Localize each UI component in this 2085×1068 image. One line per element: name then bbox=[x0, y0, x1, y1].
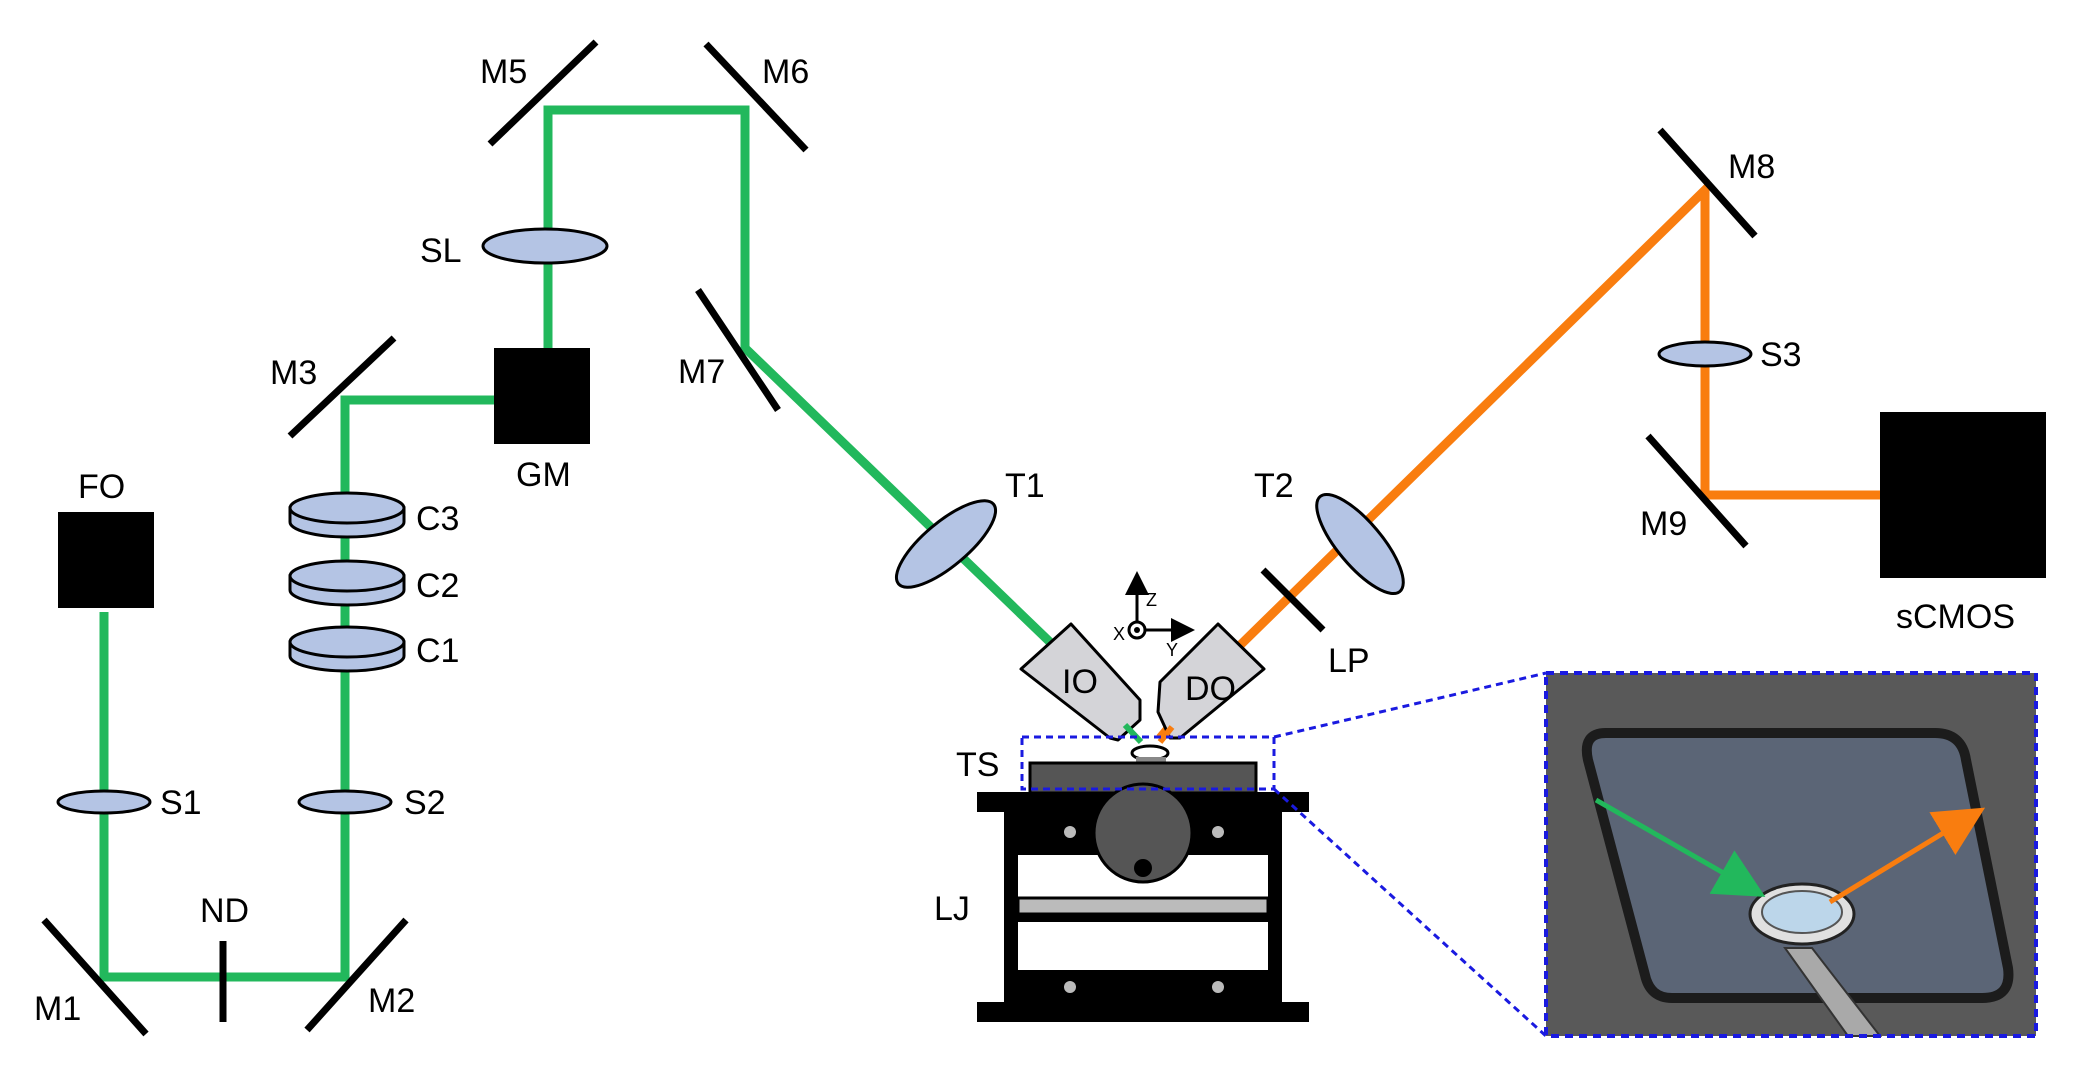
axis-y-label: Y bbox=[1166, 640, 1178, 660]
emission-beam-path bbox=[1156, 179, 1882, 741]
axis-indicator bbox=[1125, 571, 1195, 642]
lens-c1 bbox=[288, 625, 406, 673]
m8-label: M8 bbox=[1728, 148, 1775, 186]
mirror-m3 bbox=[287, 335, 397, 439]
galvo-mirror-block bbox=[494, 348, 590, 444]
lens-c2 bbox=[288, 559, 406, 607]
m7-label: M7 bbox=[678, 353, 725, 391]
c1-label: C1 bbox=[416, 632, 459, 670]
lens-t2 bbox=[1315, 492, 1405, 596]
ts-label: TS bbox=[956, 746, 999, 784]
lj-label: LJ bbox=[934, 890, 970, 928]
mirror-m1 bbox=[41, 917, 149, 1037]
zoom-inset-border bbox=[1544, 671, 2038, 1038]
scmos-label: sCMOS bbox=[1896, 598, 2015, 636]
m2-label: M2 bbox=[368, 982, 415, 1020]
sample-dish bbox=[1130, 744, 1170, 763]
axis-x-label: X bbox=[1113, 624, 1125, 644]
scmos-camera-block bbox=[1880, 412, 2046, 578]
lens-s2 bbox=[297, 789, 393, 815]
t2-label: T2 bbox=[1254, 467, 1294, 505]
axis-z-label: Z bbox=[1146, 590, 1157, 610]
green-beam-tip bbox=[1122, 722, 1144, 745]
fo-label: FO bbox=[78, 468, 125, 506]
io-label: IO bbox=[1062, 663, 1098, 701]
m9-label: M9 bbox=[1640, 505, 1687, 543]
mirror-m9 bbox=[1645, 433, 1749, 549]
orange-beam-tip bbox=[1157, 725, 1175, 744]
zoom-connector-top bbox=[1273, 671, 1547, 739]
c3-label: C3 bbox=[416, 500, 459, 538]
nd-label: ND bbox=[200, 892, 249, 930]
lens-c3 bbox=[288, 491, 406, 539]
m1-label: M1 bbox=[34, 990, 81, 1028]
mirror-m2 bbox=[304, 917, 409, 1033]
s3-label: S3 bbox=[1760, 336, 1802, 374]
s2-label: S2 bbox=[404, 784, 446, 822]
lens-t1 bbox=[894, 499, 998, 589]
sl-label: SL bbox=[420, 232, 462, 270]
fiber-output-block bbox=[58, 512, 154, 608]
zoom-connector-bottom bbox=[1272, 787, 1548, 1038]
mirror-m8 bbox=[1657, 127, 1758, 239]
lens-sl bbox=[481, 227, 609, 265]
mirror-m6 bbox=[703, 41, 809, 153]
mirror-m5 bbox=[487, 39, 599, 147]
m3-label: M3 bbox=[270, 354, 317, 392]
zoom-source-box bbox=[1020, 735, 1276, 791]
lp-label: LP bbox=[1328, 642, 1370, 680]
lens-s1 bbox=[56, 789, 152, 815]
m6-label: M6 bbox=[762, 53, 809, 91]
zoom-inset bbox=[1546, 673, 2036, 1037]
gm-label: GM bbox=[516, 456, 571, 494]
c2-label: C2 bbox=[416, 567, 459, 605]
mirror-m7 bbox=[695, 288, 781, 412]
lp-filter bbox=[1260, 567, 1326, 633]
lab-jack bbox=[977, 782, 1309, 1022]
do-label: DO bbox=[1185, 670, 1236, 708]
s1-label: S1 bbox=[160, 784, 202, 822]
t1-label: T1 bbox=[1005, 467, 1045, 505]
m5-label: M5 bbox=[480, 53, 527, 91]
lens-s3 bbox=[1657, 340, 1753, 368]
